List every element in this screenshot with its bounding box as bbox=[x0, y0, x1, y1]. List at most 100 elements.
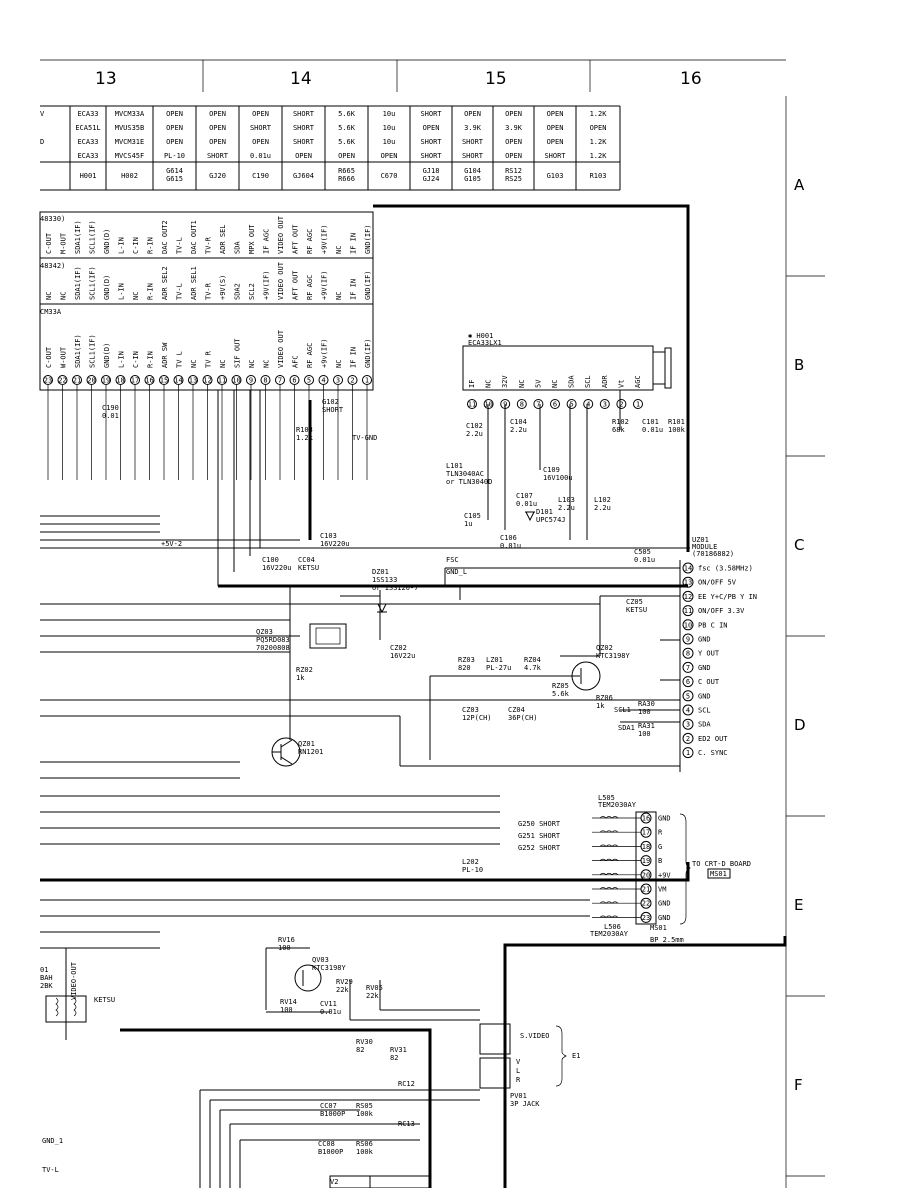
pinout-pin-label: GND(IF) bbox=[364, 224, 372, 254]
label-c109: 16V100u bbox=[543, 474, 573, 482]
option-table-ref: G103 bbox=[547, 172, 564, 180]
uz01-pin-circle bbox=[682, 576, 694, 588]
pinout-pin-label: GND(D) bbox=[103, 275, 111, 300]
row-letter-d: D bbox=[794, 716, 806, 734]
label-ra31: RA31 bbox=[638, 722, 655, 730]
ms01-pin-number: 21 bbox=[642, 886, 650, 894]
option-table-cell: SHORT bbox=[293, 124, 315, 132]
pinout-pin-label: W-OUT bbox=[60, 346, 68, 368]
label-fsc: FSC bbox=[446, 556, 459, 564]
pinout-pin-number: 13 bbox=[189, 377, 197, 385]
label-left-01: BAH bbox=[40, 974, 53, 982]
h001-pin-circle bbox=[566, 399, 577, 409]
label-rz03: 820 bbox=[458, 664, 471, 672]
label-left-01: 2BK bbox=[40, 982, 53, 990]
pinout-pin-circle bbox=[318, 375, 329, 385]
uz01-pin-number: 10 bbox=[684, 621, 692, 629]
pinout-pin-number: 15 bbox=[160, 377, 168, 385]
pinout-pin-circle bbox=[115, 375, 126, 385]
label-l102: 2.2u bbox=[594, 504, 611, 512]
pinout-pin-number: 17 bbox=[131, 377, 139, 385]
label-ra30: RA30 bbox=[638, 700, 655, 708]
label-rs05: 100k bbox=[356, 1110, 374, 1118]
label-rz04: 4.7k bbox=[524, 664, 542, 672]
h001-pin-circle bbox=[583, 399, 594, 409]
pinout-pin-label: +9V(IF) bbox=[321, 224, 329, 254]
uz01-pin-number: 7 bbox=[686, 664, 690, 672]
rca-jack-connector bbox=[479, 1057, 511, 1089]
pinout-pin-circle bbox=[188, 375, 198, 385]
option-table-ref: G614 bbox=[166, 167, 183, 175]
option-table-cell: 1.2K bbox=[590, 152, 608, 160]
label-cz04: CZ04 bbox=[508, 706, 525, 714]
option-table-cell: OPEN bbox=[252, 110, 269, 118]
uz01-pin-label: fsc (3.58MHz) bbox=[698, 565, 753, 573]
uz01-pin-number: 4 bbox=[686, 707, 690, 715]
row-header: A B C D E F bbox=[785, 96, 825, 1188]
label-qz02: KTC3198Y bbox=[596, 652, 631, 660]
option-table-cell: OPEN bbox=[547, 138, 564, 146]
option-table-cell: 1.2K bbox=[590, 110, 608, 118]
h001-pin-circle bbox=[616, 399, 627, 409]
label-lz01: PL-27u bbox=[486, 664, 511, 672]
label-rv14: 100 bbox=[280, 1006, 293, 1014]
ms01-ref: MS01 bbox=[650, 924, 667, 932]
label-rc12: RC12 bbox=[398, 1080, 415, 1088]
label-rz04: RZ04 bbox=[524, 656, 541, 664]
h001-pin-circle bbox=[467, 399, 477, 409]
pinout-pin-label: C-IN bbox=[132, 237, 140, 254]
label-rz06: 1k bbox=[596, 702, 605, 710]
uz01-pin-number: 5 bbox=[686, 692, 690, 700]
pinout-pin-number: 11 bbox=[218, 377, 226, 385]
column-header: 13 14 15 16 bbox=[40, 59, 786, 92]
ms01-pin-number: 17 bbox=[642, 829, 650, 837]
pinout-pin-label: NC bbox=[190, 360, 198, 368]
d101-diode bbox=[525, 511, 535, 522]
uz01-pin-label: C OUT bbox=[698, 678, 720, 686]
pinout-pin-label: VIDEO OUT bbox=[277, 329, 285, 368]
pinout-pin-circle bbox=[347, 375, 358, 385]
uz01-pin-number: 13 bbox=[684, 579, 692, 587]
label-cc04: CC04 bbox=[298, 556, 315, 564]
option-table-cell: SHORT bbox=[293, 110, 315, 118]
label-q102: SHORT bbox=[322, 406, 344, 414]
pinout-pin-label: +9v(IF) bbox=[321, 338, 329, 368]
qz03-regulator bbox=[309, 623, 347, 649]
label-rv16: RV16 bbox=[278, 936, 295, 944]
label-qz03: PQ5RD083 bbox=[256, 636, 290, 644]
h001-part: ECA33LX1 bbox=[468, 339, 502, 347]
pinout-pin-label: M-OUT bbox=[60, 232, 68, 254]
label-rv29: RV29 bbox=[336, 978, 353, 986]
pinout-pin-number: 16 bbox=[145, 377, 153, 385]
label-tvl: TV-L bbox=[42, 1166, 59, 1174]
pinout-pin-number: 5 bbox=[307, 377, 311, 385]
jack-pin-label: R bbox=[516, 1076, 521, 1084]
pinout-pin-circle bbox=[202, 375, 213, 385]
uz01-pin-label: SDA bbox=[698, 721, 711, 729]
pinout-pin-circle bbox=[86, 375, 97, 385]
pinout-pin-label: SDA1(IF) bbox=[74, 220, 82, 254]
uz01-pin-number: 8 bbox=[686, 650, 690, 658]
label-left-01: 01 bbox=[40, 966, 48, 974]
uz01-pin-label: PB C IN bbox=[698, 621, 728, 629]
ms01-pin-label: G bbox=[658, 843, 662, 851]
uz01-pin-label: ED2 OUT bbox=[698, 735, 728, 743]
svideo-jack bbox=[479, 1023, 567, 1089]
pinout-pin-label: NC bbox=[248, 360, 256, 368]
pinout-pin-label: NC bbox=[45, 292, 53, 300]
option-table-cell: MVCS45F bbox=[115, 152, 145, 160]
label-l101: or TLN3040D bbox=[446, 478, 492, 486]
h001-pin-number: 10 bbox=[484, 401, 492, 409]
pinout-pin-number: 6 bbox=[292, 377, 296, 385]
option-table-row-stub: D bbox=[40, 138, 44, 146]
pinout-pin-label: SDA bbox=[234, 241, 242, 254]
option-table-cell: ECA33 bbox=[77, 138, 98, 146]
pinout-pin-number: 14 bbox=[174, 377, 182, 385]
label-lz01: LZ01 bbox=[486, 656, 503, 664]
option-table-cell: OPEN bbox=[547, 110, 564, 118]
uz01-pin-circle bbox=[682, 605, 694, 617]
ms01-pin-label: +9V bbox=[658, 871, 671, 879]
l506-ref: L506 bbox=[604, 923, 621, 931]
option-table-ref: H001 bbox=[80, 172, 97, 180]
